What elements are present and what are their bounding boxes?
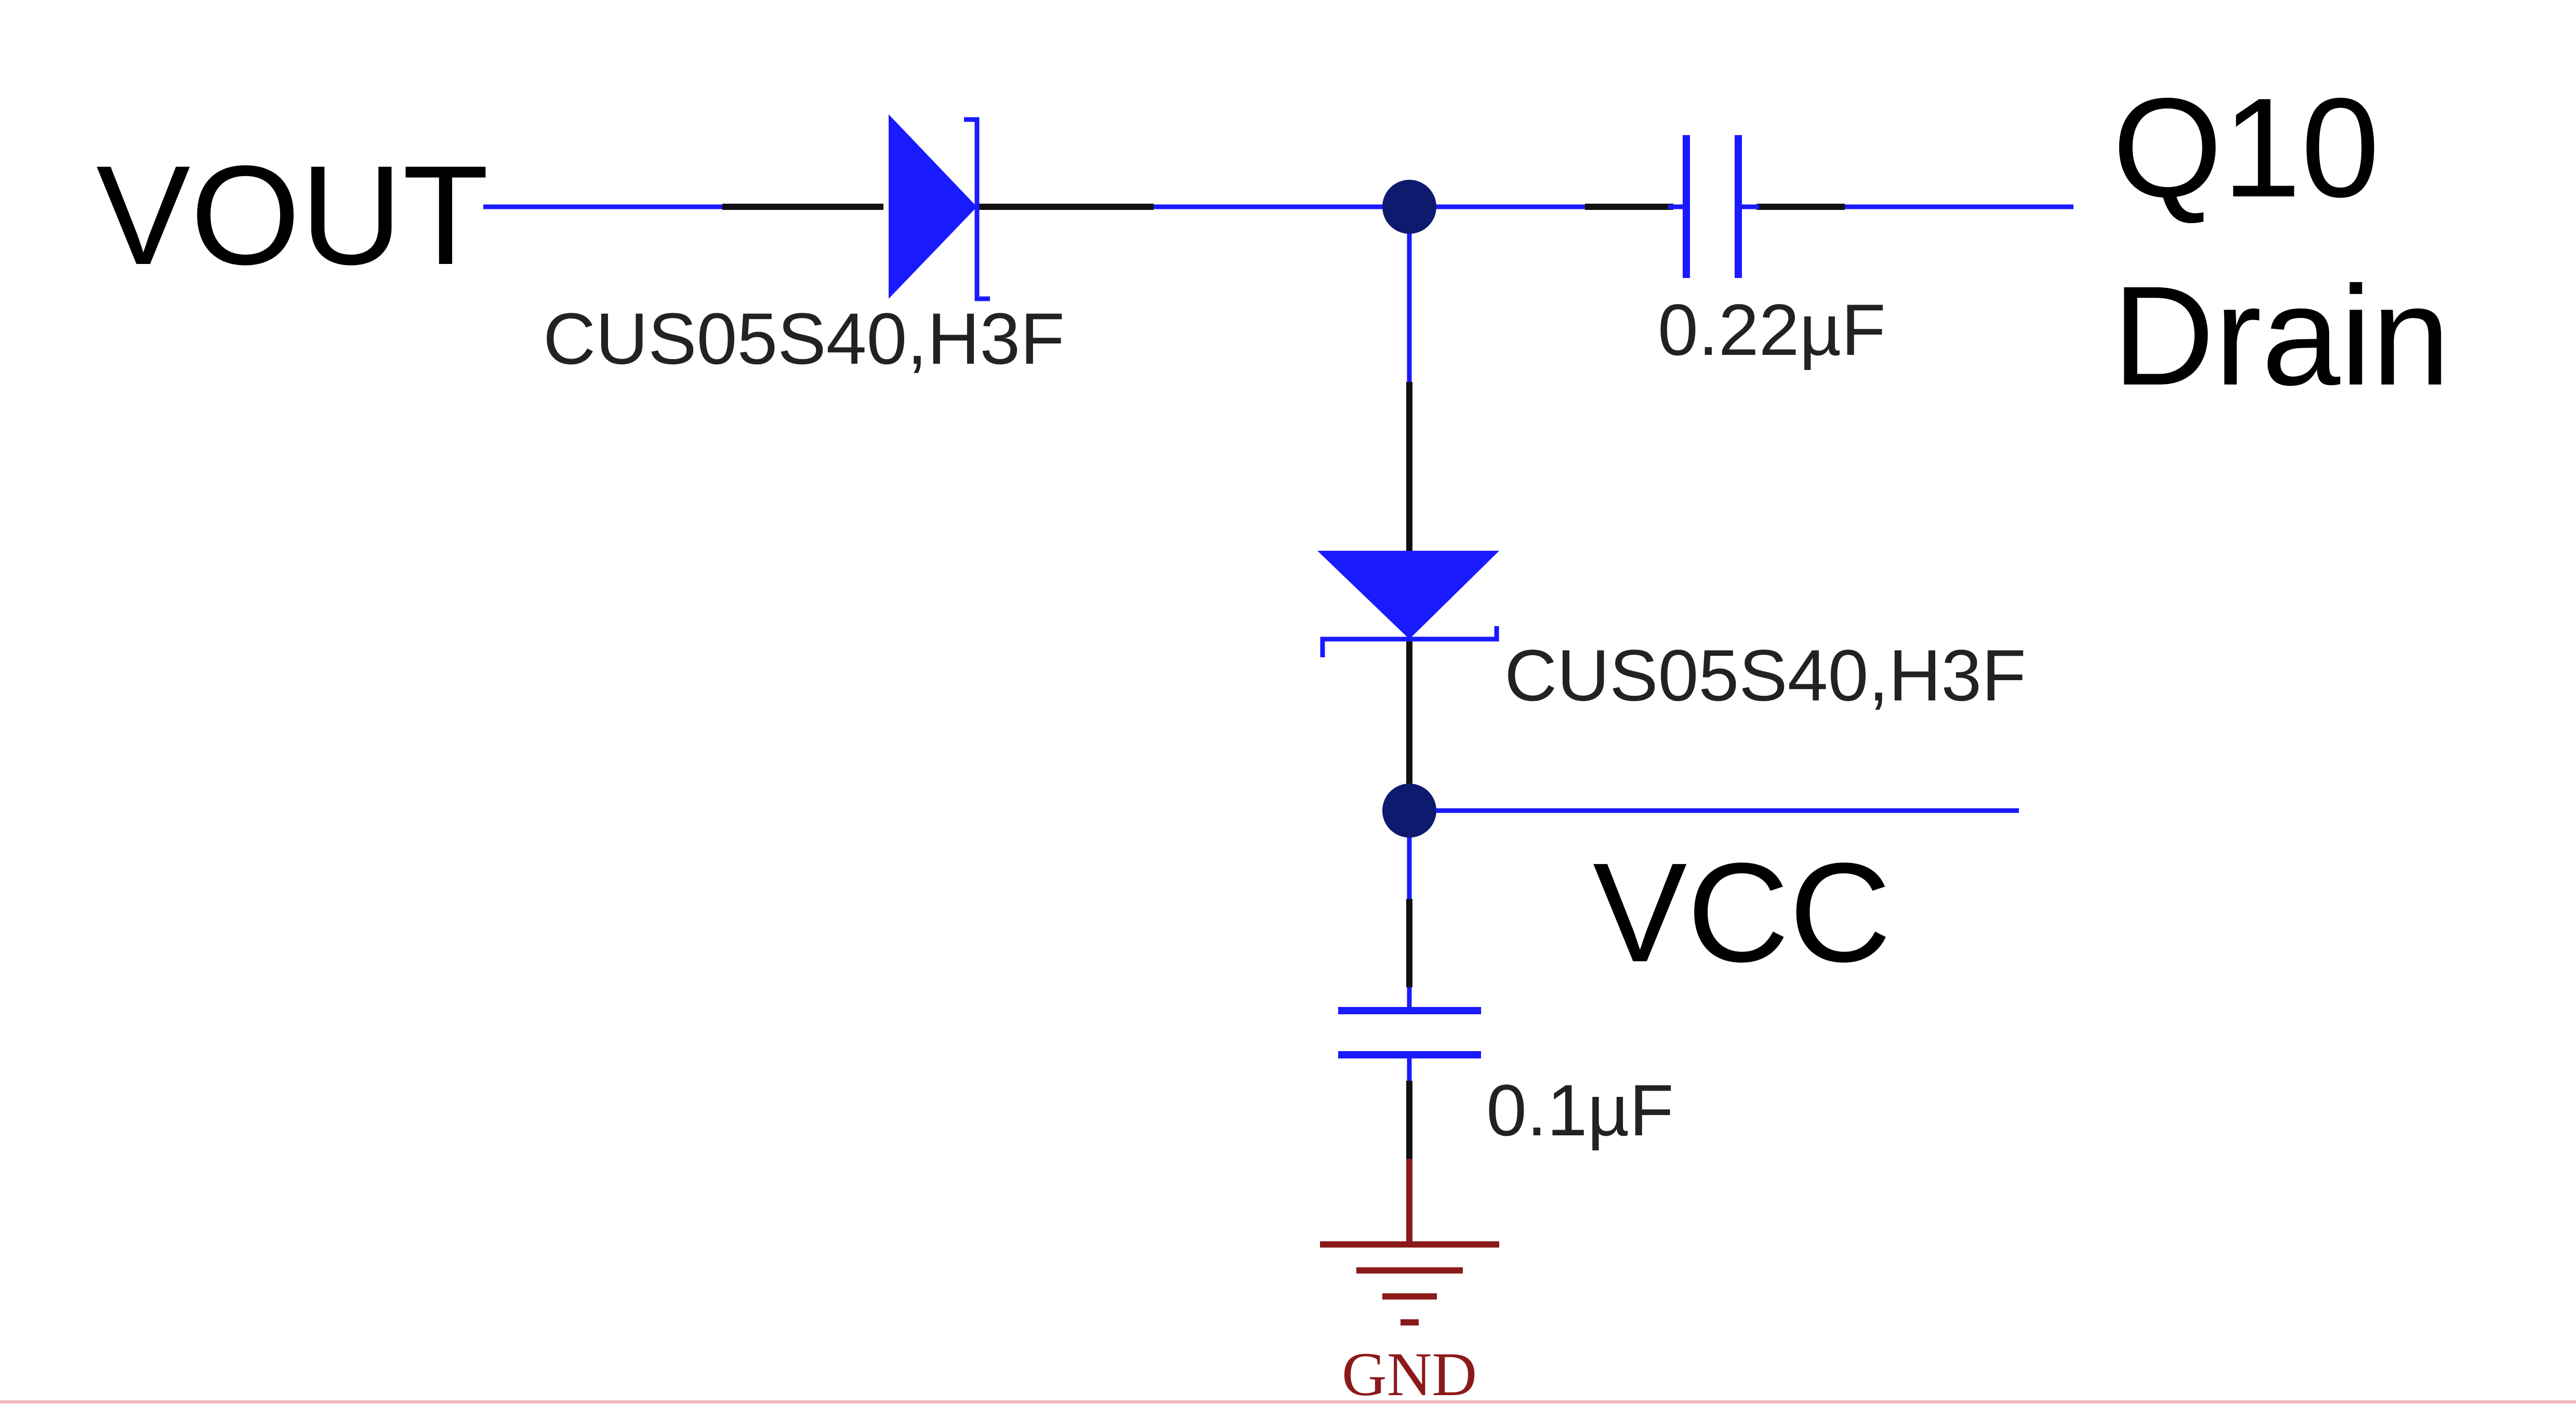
diode-d1 (889, 114, 990, 301)
gnd-label: GND (1342, 1340, 1477, 1405)
net-label-vout: VOUT (96, 136, 489, 294)
diode-d2-part-label: CUS05S40,H3F (1504, 634, 2026, 716)
junction-top (1382, 180, 1436, 234)
diode-d2 (1317, 551, 1499, 657)
capacitor-c1-value-label: 0.22µF (1658, 289, 1886, 370)
net-label-q10: Q10 (2112, 69, 2380, 227)
capacitor-c1 (1668, 135, 1759, 278)
ground-symbol (1320, 1241, 1499, 1326)
net-label-vcc: VCC (1593, 833, 1891, 991)
diode-d1-part-label: CUS05S40,H3F (543, 298, 1065, 379)
capacitor-c2 (1338, 1007, 1481, 1058)
capacitor-c2-value-label: 0.1µF (1486, 1069, 1674, 1151)
junction-vcc (1382, 784, 1436, 838)
net-label-drain: Drain (2112, 257, 2450, 415)
